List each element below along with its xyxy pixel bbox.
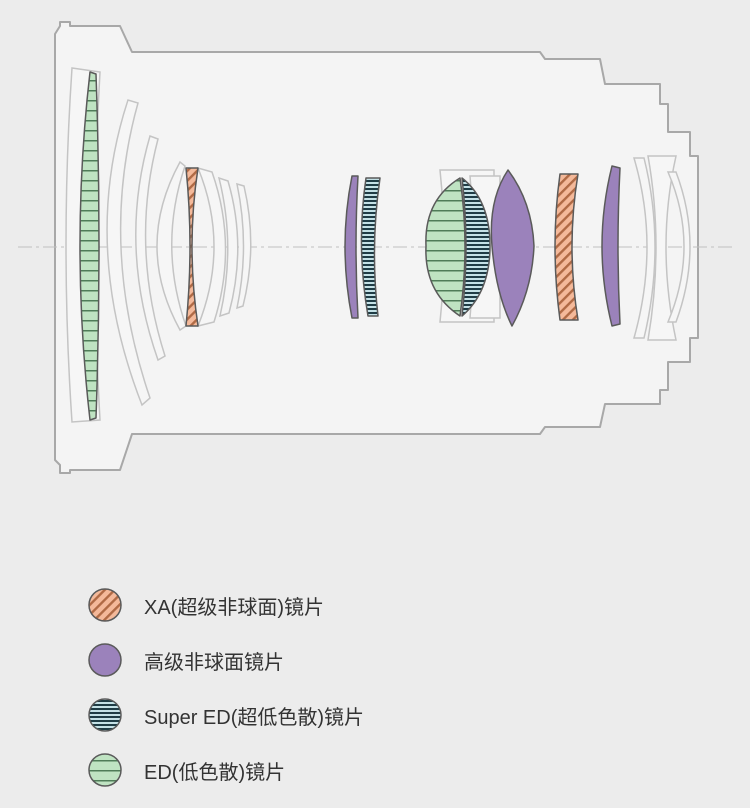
legend-swatch-slot — [88, 588, 122, 622]
front-group-element-3 — [135, 135, 166, 362]
legend-swatch-slot — [88, 643, 122, 677]
legend-swatches — [88, 588, 122, 787]
second-group-element-1 — [196, 166, 227, 328]
legend-label-aspherical: 高级非球面镜片 — [144, 651, 284, 674]
rear-element-2 — [647, 155, 677, 341]
rear-element-3 — [666, 171, 691, 323]
ed-swatch-icon — [88, 753, 122, 787]
aspherical-element-2 — [490, 169, 535, 327]
legend-label-xa: XA(超级非球面)镜片 — [144, 596, 324, 619]
legend-label-ed: ED(低色散)镜片 — [144, 761, 286, 784]
super-ed-swatch-icon — [88, 698, 122, 732]
aspherical-element-1 — [344, 175, 359, 319]
legend-item-xa: XA(超级非球面)镜片 — [88, 588, 364, 622]
aspherical-element-3 — [601, 165, 621, 327]
legend-label-super-ed: Super ED(超低色散)镜片 — [144, 706, 365, 729]
aspherical-swatch-icon — [88, 643, 122, 677]
legend: XA(超级非球面)镜片 高级非球面镜片 Super ED(超低色散)镜片 ED(… — [88, 588, 364, 808]
second-group-element-3 — [235, 182, 252, 310]
special-elements — [79, 71, 621, 421]
legend-item-aspherical: 高级非球面镜片 — [88, 643, 364, 677]
second-group-element-2 — [217, 176, 239, 318]
rear-element-1 — [632, 157, 656, 339]
ed-element-middle — [425, 177, 466, 317]
front-group-element-2 — [106, 99, 151, 407]
legend-item-super-ed: Super ED(超低色散)镜片 — [88, 698, 364, 732]
xa-element-rear — [554, 173, 579, 321]
front-group-element-4 — [156, 160, 187, 332]
super-ed-element-2 — [461, 177, 491, 317]
legend-item-ed: ED(低色散)镜片 — [88, 753, 364, 787]
ed-element-front — [79, 71, 100, 421]
xa-swatch-icon — [88, 588, 122, 622]
super-ed-element-1 — [360, 177, 381, 317]
xa-element-front — [185, 167, 199, 327]
legend-swatch-slot — [88, 753, 122, 787]
legend-swatch-slot — [88, 698, 122, 732]
